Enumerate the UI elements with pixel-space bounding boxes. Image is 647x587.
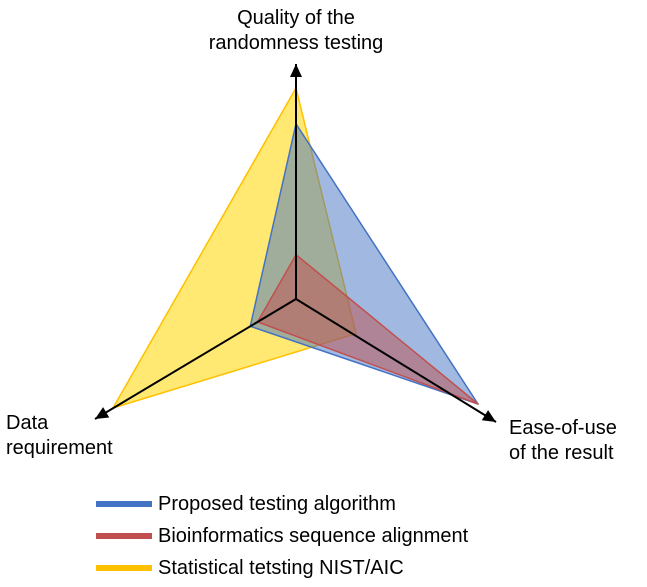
axis-line-1 [295,298,497,423]
legend-swatch-proposed [96,501,152,507]
axis-line-2 [94,298,297,420]
axis-arrowhead-2 [95,407,110,419]
legend-label-bioinformatics: Bioinformatics sequence alignment [158,524,469,547]
legend-swatch-statistical [96,565,152,571]
legend-label-statistical: Statistical tetsting NIST/AIC [158,556,404,579]
series-area-1 [256,253,479,405]
legend-item-statistical: Statistical tetsting NIST/AIC [96,552,468,584]
axis-label-ease-line1: Ease-of-use [509,417,617,439]
axis-label-quality-line2: randomness testing [208,32,384,54]
axis-label-quality: Quality of the randomness testing [170,6,422,56]
legend: Proposed testing algorithm Bioinformatic… [96,488,468,584]
axis-label-data-requirement: Data requirement [6,411,113,461]
legend-label-proposed: Proposed testing algorithm [158,492,396,515]
legend-item-proposed: Proposed testing algorithm [96,488,468,520]
axis-label-ease-of-use: Ease-of-use of the result [509,416,617,466]
axis-label-ease-line2: of the result [509,442,614,464]
axis-label-data-line1: Data [6,412,49,434]
axis-label-quality-line1: Quality of the [237,7,355,29]
radar-chart [94,64,497,423]
axis-arrowhead-1 [481,410,496,422]
legend-item-bioinformatics: Bioinformatics sequence alignment [96,520,468,552]
legend-swatch-bioinformatics [96,533,152,539]
axis-label-data-line2: requirement [6,437,113,459]
axis-arrowhead-0 [290,64,302,77]
